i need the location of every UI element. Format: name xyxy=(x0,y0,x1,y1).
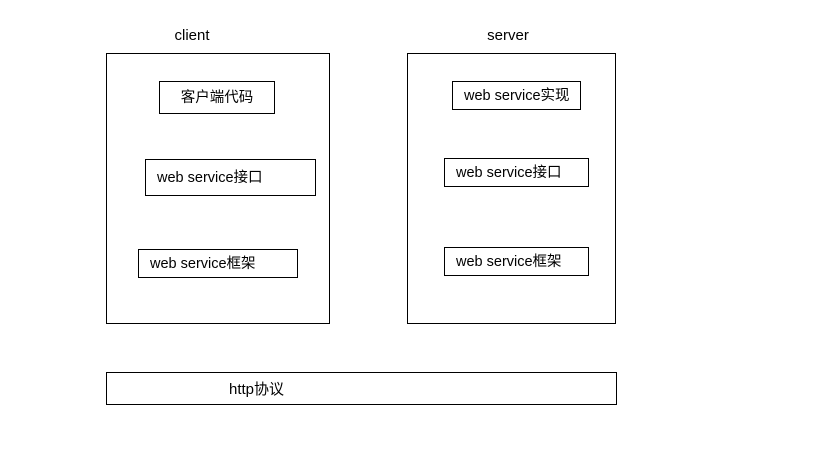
server-implementation-box: web service实现 xyxy=(452,81,581,110)
client-code-box: 客户端代码 xyxy=(159,81,275,114)
client-framework-box: web service框架 xyxy=(138,249,298,278)
client-column-label: client xyxy=(174,27,210,44)
http-protocol-label: http协议 xyxy=(229,381,285,398)
http-protocol-bar xyxy=(106,372,617,405)
server-framework-box: web service框架 xyxy=(444,247,589,276)
server-column-label: server xyxy=(487,27,529,44)
client-interface-box: web service接口 xyxy=(145,159,316,196)
server-interface-box: web service接口 xyxy=(444,158,589,187)
